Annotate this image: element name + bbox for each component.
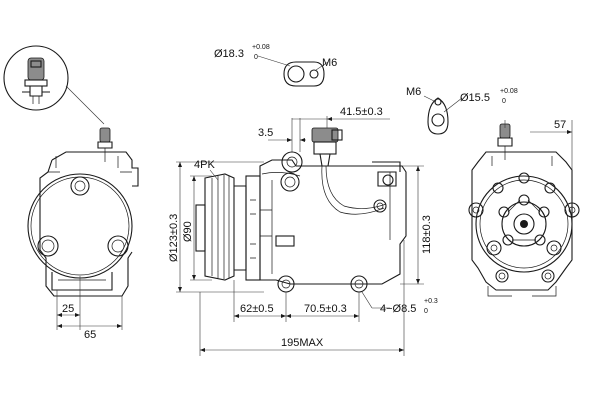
dim-195max: 195MAX <box>281 337 324 349</box>
dim-4pk: 4PK <box>194 159 215 171</box>
center-side-view <box>195 127 407 293</box>
dim-3-5: 3.5 <box>258 127 273 139</box>
dim-m6-side: M6 <box>406 86 421 98</box>
fitting-detail-m6-top: Ø18.3 +0.08 0 M6 <box>214 44 337 87</box>
dim-left-25: 25 <box>62 303 74 315</box>
dim-mount-tol-lower: 0 <box>424 308 428 315</box>
dim-dia-15-5-tol-lower: 0 <box>502 98 506 105</box>
dim-mount-holes: 4−Ø8.5 <box>380 303 416 315</box>
dim-62: 62±0.5 <box>240 303 274 315</box>
right-front-view: 57 <box>468 119 580 297</box>
fitting-detail-m6-side: M6 Ø15.5 +0.08 0 <box>406 86 518 135</box>
dim-mount-tol-upper: +0.3 <box>424 298 438 305</box>
left-side-view: 25 65 <box>27 127 139 341</box>
dim-70-5: 70.5±0.3 <box>304 303 347 315</box>
center-dimensions: 41.5±0.3 3.5 4PK Ø123±0.3 Ø90 118±0.3 62… <box>168 106 438 356</box>
dim-57: 57 <box>554 119 566 131</box>
dim-41-5: 41.5±0.3 <box>340 106 383 118</box>
connector-detail-view <box>3 45 105 125</box>
dim-dia-123: Ø123±0.3 <box>168 214 180 262</box>
dim-dia-18-3-tol-upper: +0.08 <box>252 44 270 51</box>
dim-dia-18-3-tol-lower: 0 <box>254 54 258 61</box>
dim-height-118: 118±0.3 <box>421 215 433 254</box>
dim-dia-15-5-tol-upper: +0.08 <box>500 88 518 95</box>
dim-dia-15-5: Ø15.5 <box>460 92 490 104</box>
dim-dia-18-3: Ø18.3 <box>214 48 244 60</box>
dim-dia-90: Ø90 <box>182 221 194 242</box>
dim-left-65: 65 <box>84 329 96 341</box>
dim-m6-top: M6 <box>322 57 337 69</box>
